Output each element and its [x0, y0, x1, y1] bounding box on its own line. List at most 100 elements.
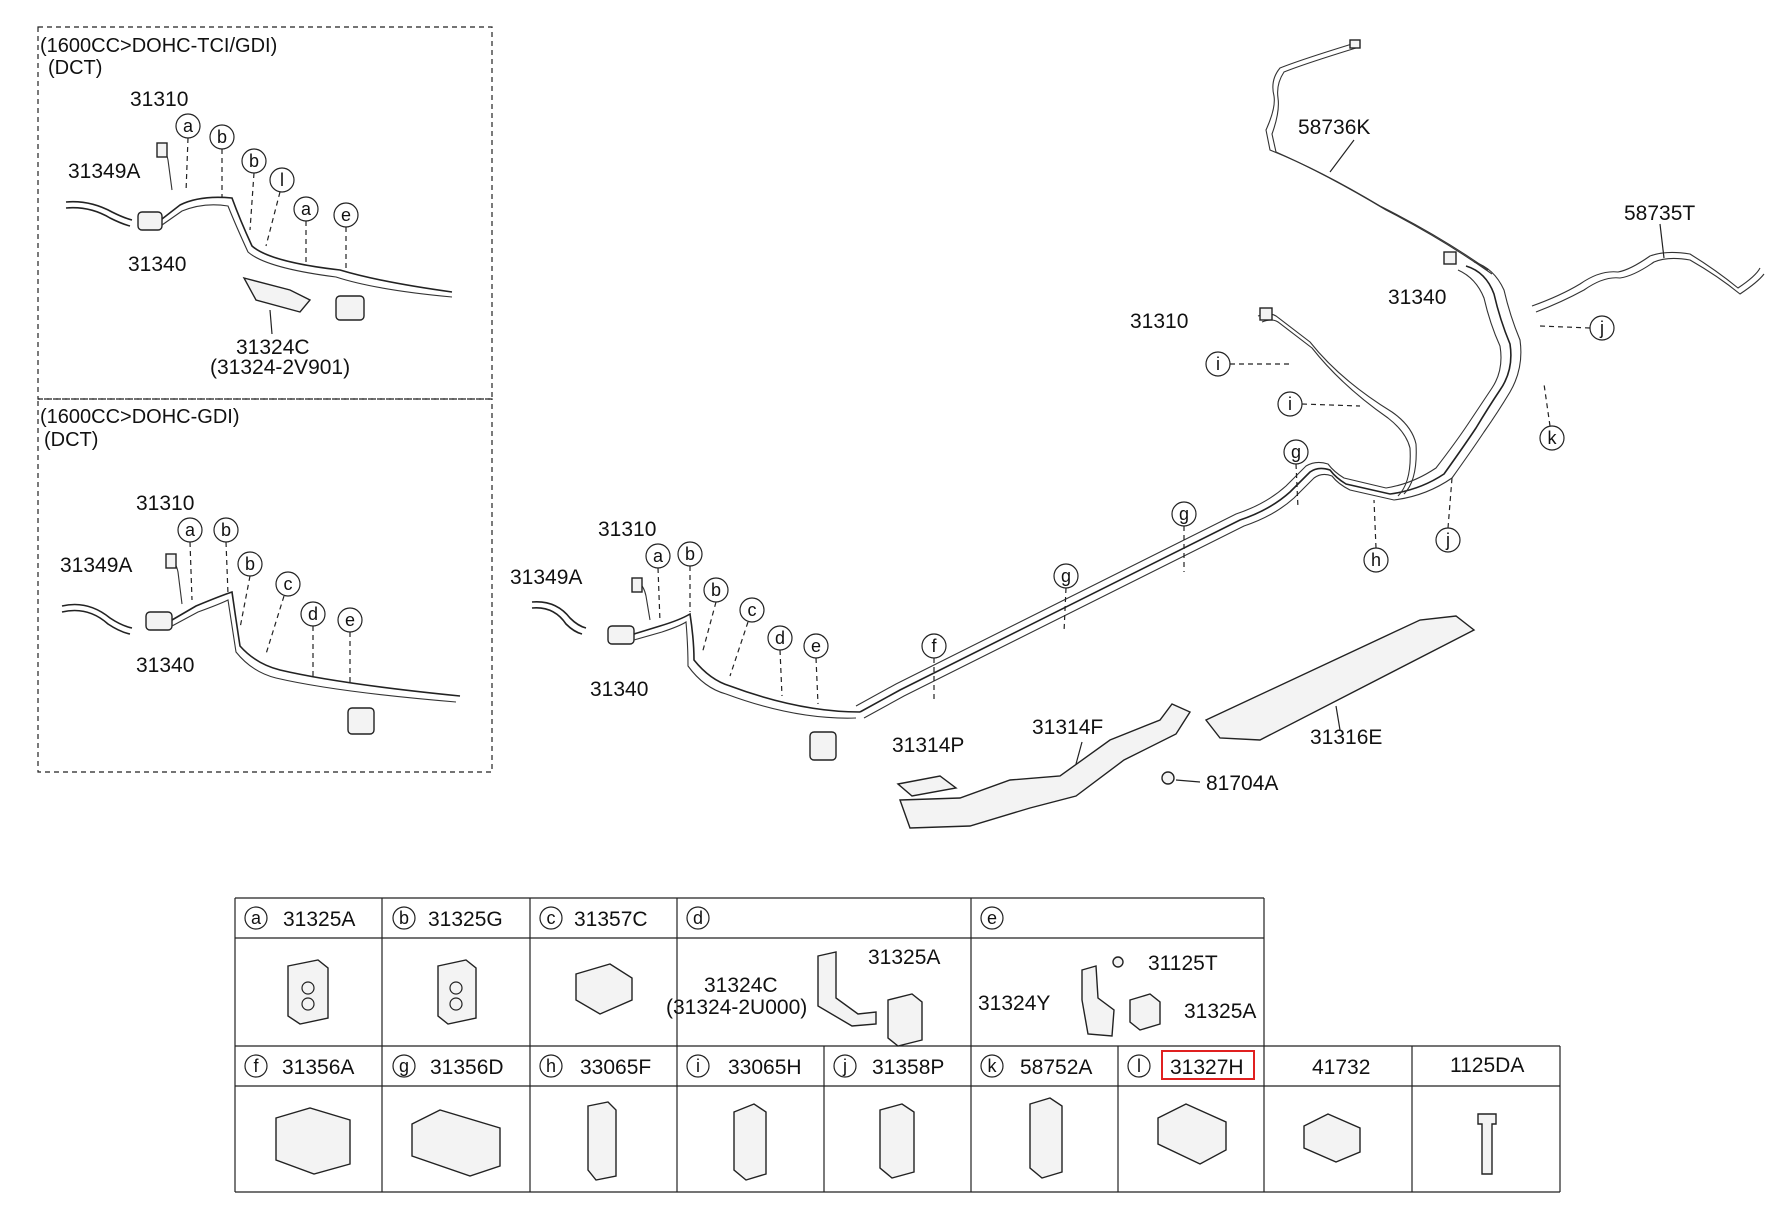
leader-line — [1335, 705, 1341, 731]
clip-image — [287, 959, 329, 1025]
callout-d: d — [300, 601, 326, 676]
clip-part — [809, 731, 837, 761]
part-number: 31356D — [430, 1056, 504, 1079]
label-81704A: 81704A — [1206, 772, 1278, 795]
part-number-highlighted: 31327H — [1170, 1056, 1244, 1079]
clip-image — [411, 1109, 501, 1177]
fuel-filter-part — [137, 211, 163, 231]
svg-text:b: b — [399, 908, 409, 928]
hose — [65, 206, 131, 227]
svg-text:g: g — [1291, 442, 1301, 462]
vent-line-58735T — [1535, 257, 1765, 313]
fuel-filter-part — [145, 611, 173, 631]
part-number: 31356A — [282, 1056, 354, 1079]
part-number: 31357C — [574, 908, 648, 931]
label-31340: 31340 — [136, 654, 194, 677]
label-31340: 31340 — [590, 678, 648, 701]
callout-h: h — [1363, 499, 1389, 573]
hose — [65, 200, 133, 221]
label-31324C-alt: (31324-2V901) — [210, 356, 350, 379]
callout-c: c — [729, 597, 765, 677]
svg-text:b: b — [249, 151, 259, 171]
callout-b: b — [209, 124, 235, 198]
clip-image — [733, 1103, 767, 1181]
callout-g: g — [1283, 439, 1309, 509]
svg-text:i: i — [1216, 354, 1220, 374]
fuel-line — [633, 612, 861, 713]
callout-l: l — [265, 167, 295, 247]
label-31349A: 31349A — [60, 554, 132, 577]
part-number: 31325A — [1184, 1000, 1256, 1023]
table-cell-k: k 58752A — [980, 1054, 1092, 1179]
svg-text:a: a — [653, 546, 664, 566]
hose-31349A — [531, 607, 583, 635]
inset-subheading: (DCT) — [44, 429, 98, 451]
label-31349A: 31349A — [68, 160, 140, 183]
clip-image — [275, 1107, 351, 1175]
svg-text:f: f — [931, 636, 937, 656]
svg-text:h: h — [1371, 550, 1381, 570]
part-number: 31324C — [704, 974, 778, 997]
callout-b: b — [701, 577, 729, 655]
floor-panel-31314F — [899, 703, 1192, 829]
table-cell-h: h 33065F — [539, 1054, 651, 1181]
clip-image — [587, 1101, 617, 1181]
hose-31349A — [531, 601, 587, 629]
clip-image — [437, 959, 477, 1025]
callout-i: i — [1205, 351, 1290, 377]
callout-b: b — [213, 517, 239, 595]
callout-b: b — [241, 148, 267, 231]
svg-text:e: e — [345, 610, 355, 630]
label-31316E: 31316E — [1310, 726, 1382, 749]
clip-image — [1129, 993, 1161, 1031]
part-number: 31325A — [283, 908, 355, 931]
clip-image — [1029, 1097, 1063, 1179]
bolt-image — [1477, 1113, 1497, 1175]
svg-text:k: k — [1548, 428, 1558, 448]
table-cell-1125DA: 1125DA — [1450, 1054, 1524, 1175]
fuel-pipe-31310 — [1261, 319, 1411, 497]
part-number: 31125T — [1148, 952, 1218, 975]
floor-rail-31316E — [1204, 615, 1476, 741]
fuel-pipe-31310 — [1257, 313, 1417, 495]
table-cell-j: j 31358P — [833, 1054, 944, 1179]
callout-c: c — [265, 571, 301, 655]
bracket-31324C — [242, 276, 312, 313]
highlight-box — [1161, 1050, 1255, 1080]
svg-text:i: i — [1288, 394, 1292, 414]
connector-part — [631, 577, 643, 593]
leader-line — [1075, 741, 1083, 765]
label-31310: 31310 — [136, 492, 194, 515]
label-58736K: 58736K — [1298, 116, 1370, 139]
label-58735T: 58735T — [1624, 202, 1695, 225]
callout-a: a — [293, 196, 319, 264]
table-cell-a: a 31325A — [244, 906, 355, 1025]
fuel-line — [161, 196, 453, 293]
callout-d: d — [767, 625, 793, 697]
part-number: 31325G — [428, 908, 503, 931]
parts-table: a 31325A b 31325G c 31357C d 31324C (313… — [234, 897, 1561, 1193]
svg-text:e: e — [987, 908, 997, 928]
label-31310-rear: 31310 — [1130, 310, 1188, 333]
label-31340: 31340 — [128, 253, 186, 276]
part-number: 31324Y — [978, 992, 1050, 1015]
svg-text:j: j — [1445, 530, 1450, 550]
fuel-line — [171, 599, 457, 703]
inset-border — [37, 398, 493, 773]
part-number-alt: (31324-2U000) — [666, 996, 807, 1019]
plate-31314P — [896, 775, 958, 797]
svg-text:a: a — [301, 199, 312, 219]
table-cell-e: e 31125T 31324Y 31325A — [978, 906, 1256, 1037]
clip-part — [335, 295, 365, 321]
table-cell-c: c 31357C — [539, 906, 648, 1015]
callout-e: e — [333, 202, 359, 272]
svg-text:b: b — [245, 554, 255, 574]
inset-gdi: (1600CC>DOHC-GDI) (DCT) 31310 31349A 313… — [37, 398, 493, 773]
svg-text:c: c — [284, 574, 293, 594]
label-31314P: 31314P — [892, 734, 964, 757]
callout-e: e — [803, 633, 829, 705]
label-31314F: 31314F — [1032, 716, 1103, 739]
hose — [61, 603, 133, 629]
callout-i: i — [1277, 391, 1361, 417]
clip-image — [1157, 1103, 1227, 1165]
